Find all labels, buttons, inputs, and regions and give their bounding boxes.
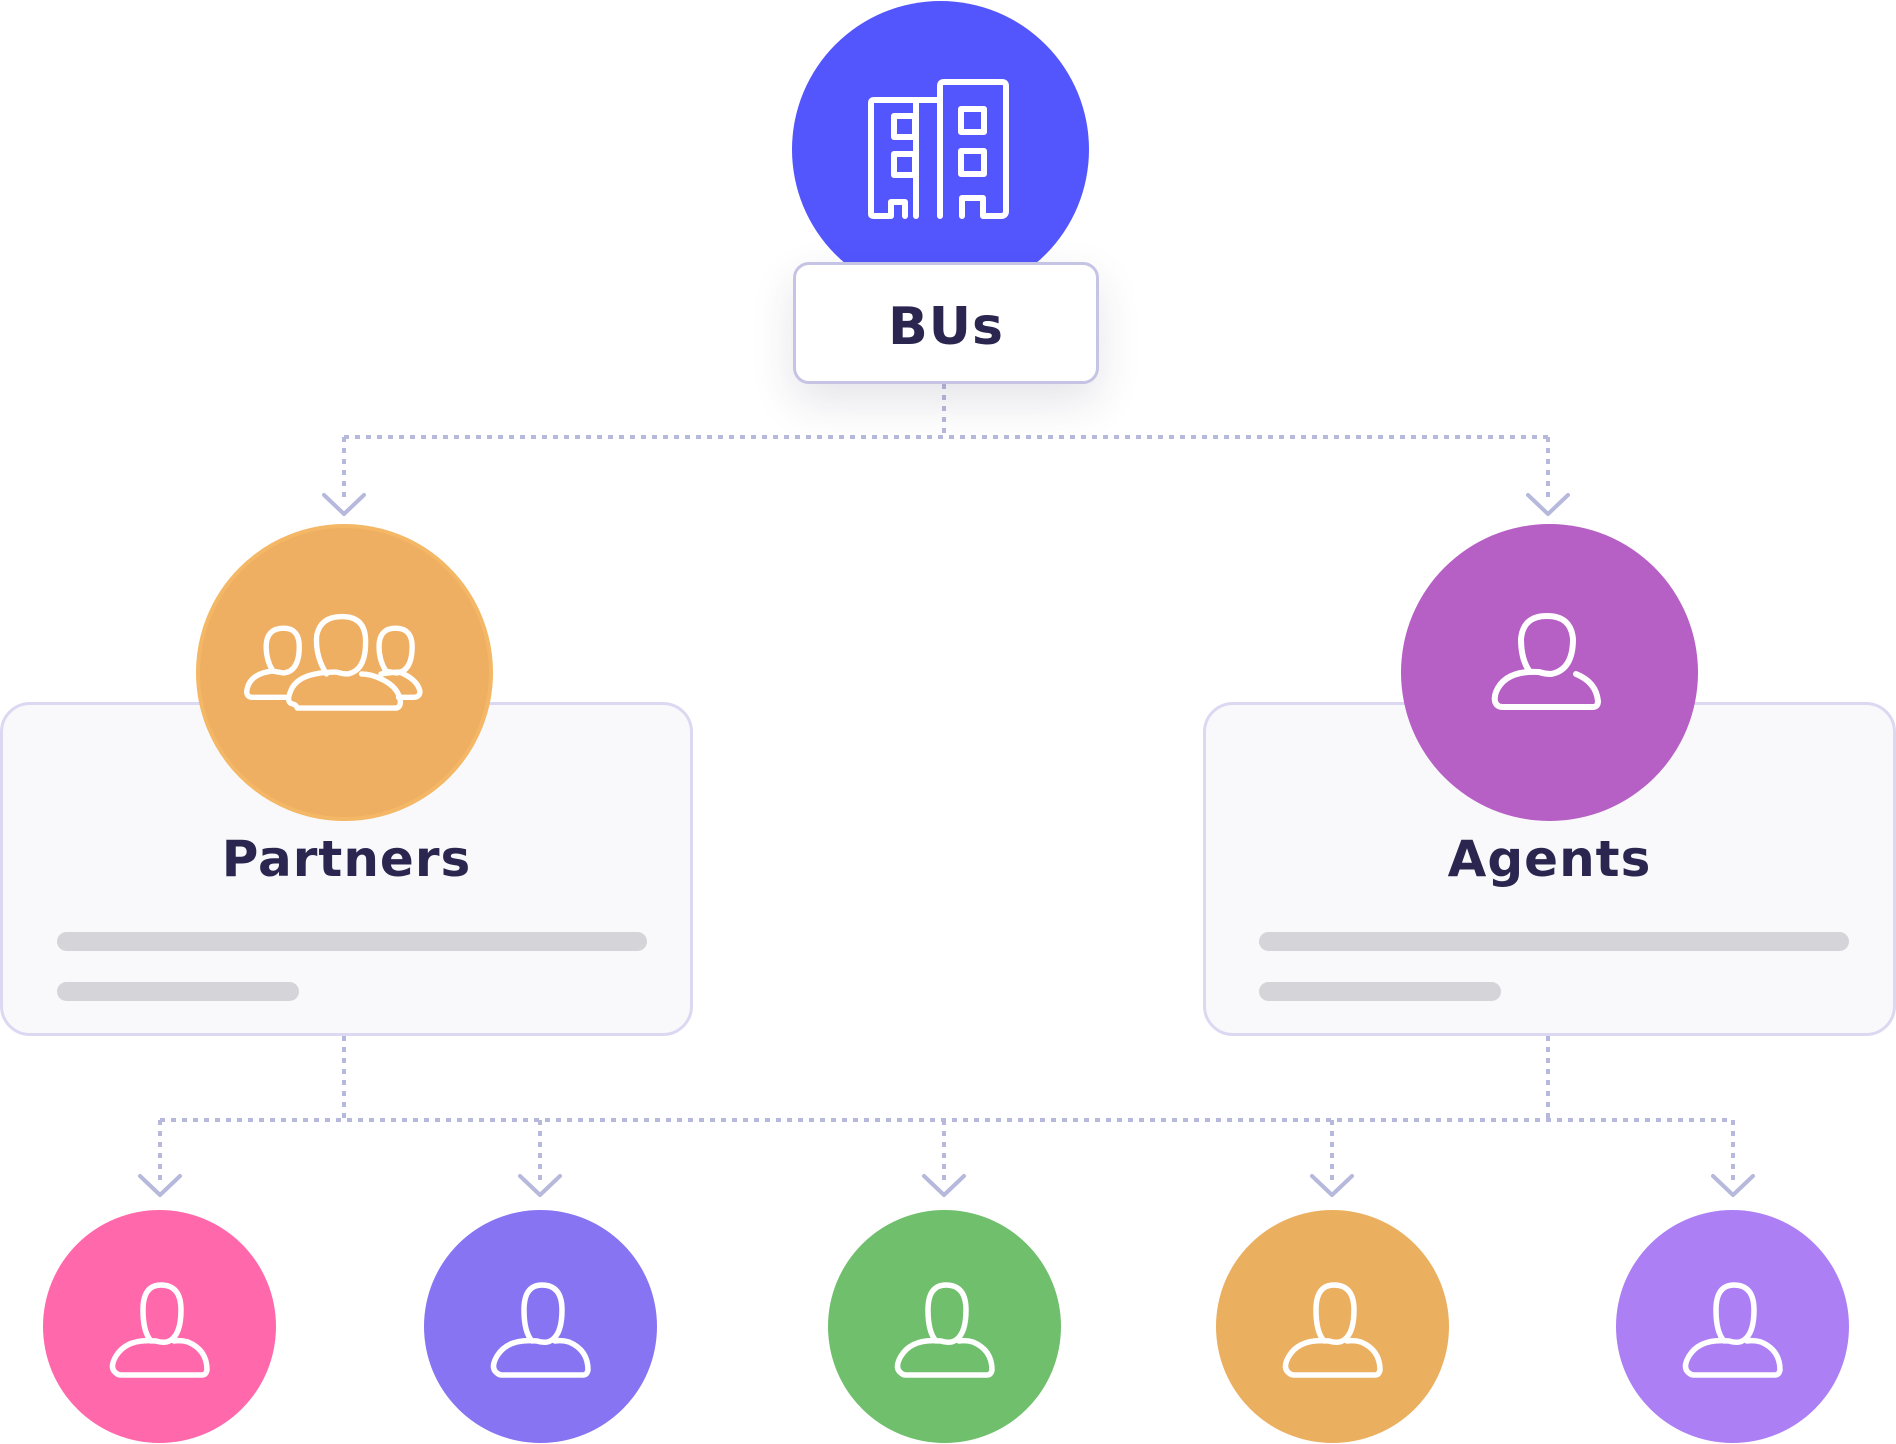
agents-node <box>1401 524 1698 821</box>
placeholder-line <box>1259 932 1849 951</box>
user-node-3 <box>828 1210 1061 1443</box>
bus-node <box>792 1 1089 298</box>
bus-label-box: BUs <box>793 262 1099 384</box>
buildings-icon <box>868 79 1009 219</box>
user-icon <box>1491 613 1601 710</box>
user-icon <box>1282 1282 1383 1378</box>
user-icon <box>1682 1282 1783 1378</box>
placeholder-line <box>1259 982 1501 1001</box>
user-node-4 <box>1216 1210 1449 1443</box>
chevron-down-icon <box>1526 493 1570 516</box>
user-icon <box>490 1282 591 1378</box>
chevron-down-icon <box>1310 1174 1354 1197</box>
partners-label: Partners <box>221 830 472 888</box>
chevron-down-icon <box>518 1174 562 1197</box>
users-group-icon <box>244 613 423 711</box>
chevron-down-icon <box>322 493 366 516</box>
user-node-5 <box>1616 1210 1849 1443</box>
chevron-down-icon <box>922 1174 966 1197</box>
user-icon <box>894 1282 995 1378</box>
agents-label: Agents <box>1447 830 1652 888</box>
bus-label: BUs <box>888 297 1004 357</box>
user-icon <box>109 1282 210 1378</box>
chevron-down-icon <box>138 1174 182 1197</box>
chevron-down-icon <box>1711 1174 1755 1197</box>
partners-node <box>196 524 493 821</box>
placeholder-line <box>57 932 647 951</box>
placeholder-line <box>57 982 299 1001</box>
user-node-2 <box>424 1210 657 1443</box>
user-node-1 <box>43 1210 276 1443</box>
